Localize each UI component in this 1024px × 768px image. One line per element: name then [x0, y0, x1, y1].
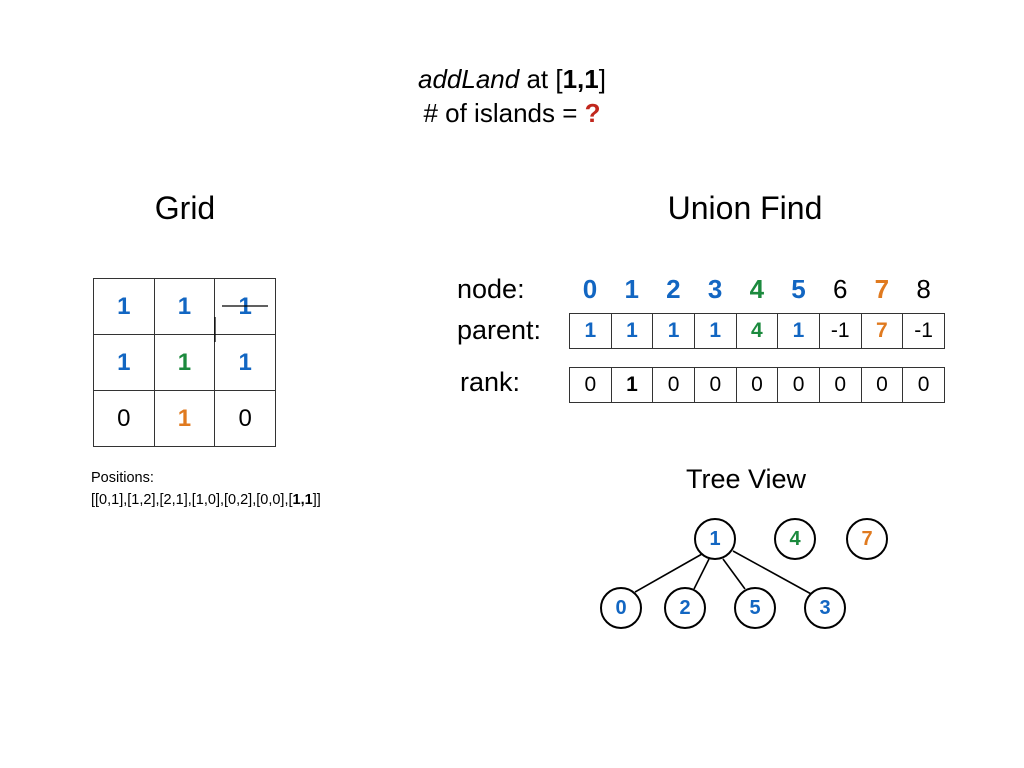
positions-label: Positions:: [91, 470, 154, 486]
node-index: 4: [749, 274, 765, 304]
node-index: 6: [832, 274, 848, 304]
title-at: at [: [519, 64, 563, 94]
union-find-heading: Union Find: [667, 190, 823, 226]
parent-cell: 7: [860, 313, 904, 349]
node-label: node:: [457, 274, 525, 304]
grid-heading: Grid: [154, 190, 216, 226]
rank-cell: 0: [569, 367, 612, 403]
title-close: ]: [598, 64, 606, 94]
rank-cell: 0: [693, 367, 737, 403]
tree-node-child: 3: [804, 587, 846, 629]
slide-title: addLand at [1,1] # of islands = ?: [0, 62, 1024, 130]
islands-value: ?: [584, 98, 601, 128]
grid-cell: 0: [93, 390, 155, 447]
tree-edges: [634, 550, 814, 596]
rank-cell: 0: [652, 367, 695, 403]
grid-cell: 1: [153, 390, 216, 447]
title-action: addLand: [418, 64, 520, 94]
edge-1-3: [732, 550, 814, 596]
tree-node-child: 5: [734, 587, 776, 629]
rank-cell: 0: [818, 367, 862, 403]
tree-node-root: 1: [694, 518, 736, 560]
rank-cell: 0: [860, 367, 904, 403]
rank-cell: 0: [902, 367, 945, 403]
tree-node-child: 0: [600, 587, 642, 629]
parent-cell: -1: [818, 313, 862, 349]
positions-list: [[0,1],[1,2],[2,1],[1,0],[0,2],[0,0],[1,…: [91, 489, 321, 511]
rank-cell: 0: [777, 367, 820, 403]
parent-cell: 1: [610, 313, 654, 349]
node-index: 5: [791, 274, 806, 304]
node-index: 2: [666, 274, 681, 304]
node-index: 0: [582, 274, 598, 304]
node-index: 7: [874, 274, 890, 304]
title-line-1: addLand at [1,1]: [0, 62, 1024, 96]
parent-cell: -1: [902, 313, 945, 349]
tree-node-other: 7: [846, 518, 888, 560]
node-index: 1: [624, 274, 639, 304]
grid-cell: 0: [214, 390, 276, 447]
tree-node-other: 4: [774, 518, 816, 560]
grid-cell: 1: [153, 278, 216, 335]
grid-cell: 1: [93, 334, 155, 391]
islands-label: # of islands =: [423, 98, 585, 128]
grid-cell: 1: [214, 334, 276, 391]
tree-view-heading: Tree View: [685, 464, 807, 494]
positions-suffix: ]]: [312, 492, 321, 508]
positions-prefix: [[0,1],[1,2],[2,1],[1,0],[0,2],[0,0],[: [91, 492, 293, 508]
parent-cell: 1: [652, 313, 695, 349]
parent-cell: 1: [569, 313, 612, 349]
rank-label: rank:: [460, 367, 521, 397]
title-line-2: # of islands = ?: [0, 96, 1024, 130]
rank-cell: 1: [610, 367, 654, 403]
edge-1-0: [634, 553, 703, 593]
parent-cell: 1: [693, 313, 737, 349]
rank-cell: 0: [735, 367, 779, 403]
node-index: 8: [916, 274, 931, 304]
node-index: 3: [707, 274, 723, 304]
edge-1-2: [693, 558, 710, 590]
title-coord: 1,1: [562, 64, 599, 94]
tree-node-child: 2: [664, 587, 706, 629]
edge-1-5: [722, 558, 746, 590]
positions-last: 1,1: [292, 492, 313, 508]
grid-connections: [214, 305, 268, 342]
grid-cell: 1: [93, 278, 155, 335]
parent-cell: 4: [735, 313, 779, 349]
positions-block: Positions: [[0,1],[1,2],[2,1],[1,0],[0,2…: [91, 467, 321, 511]
parent-cell: 1: [777, 313, 820, 349]
parent-label: parent:: [457, 315, 542, 345]
